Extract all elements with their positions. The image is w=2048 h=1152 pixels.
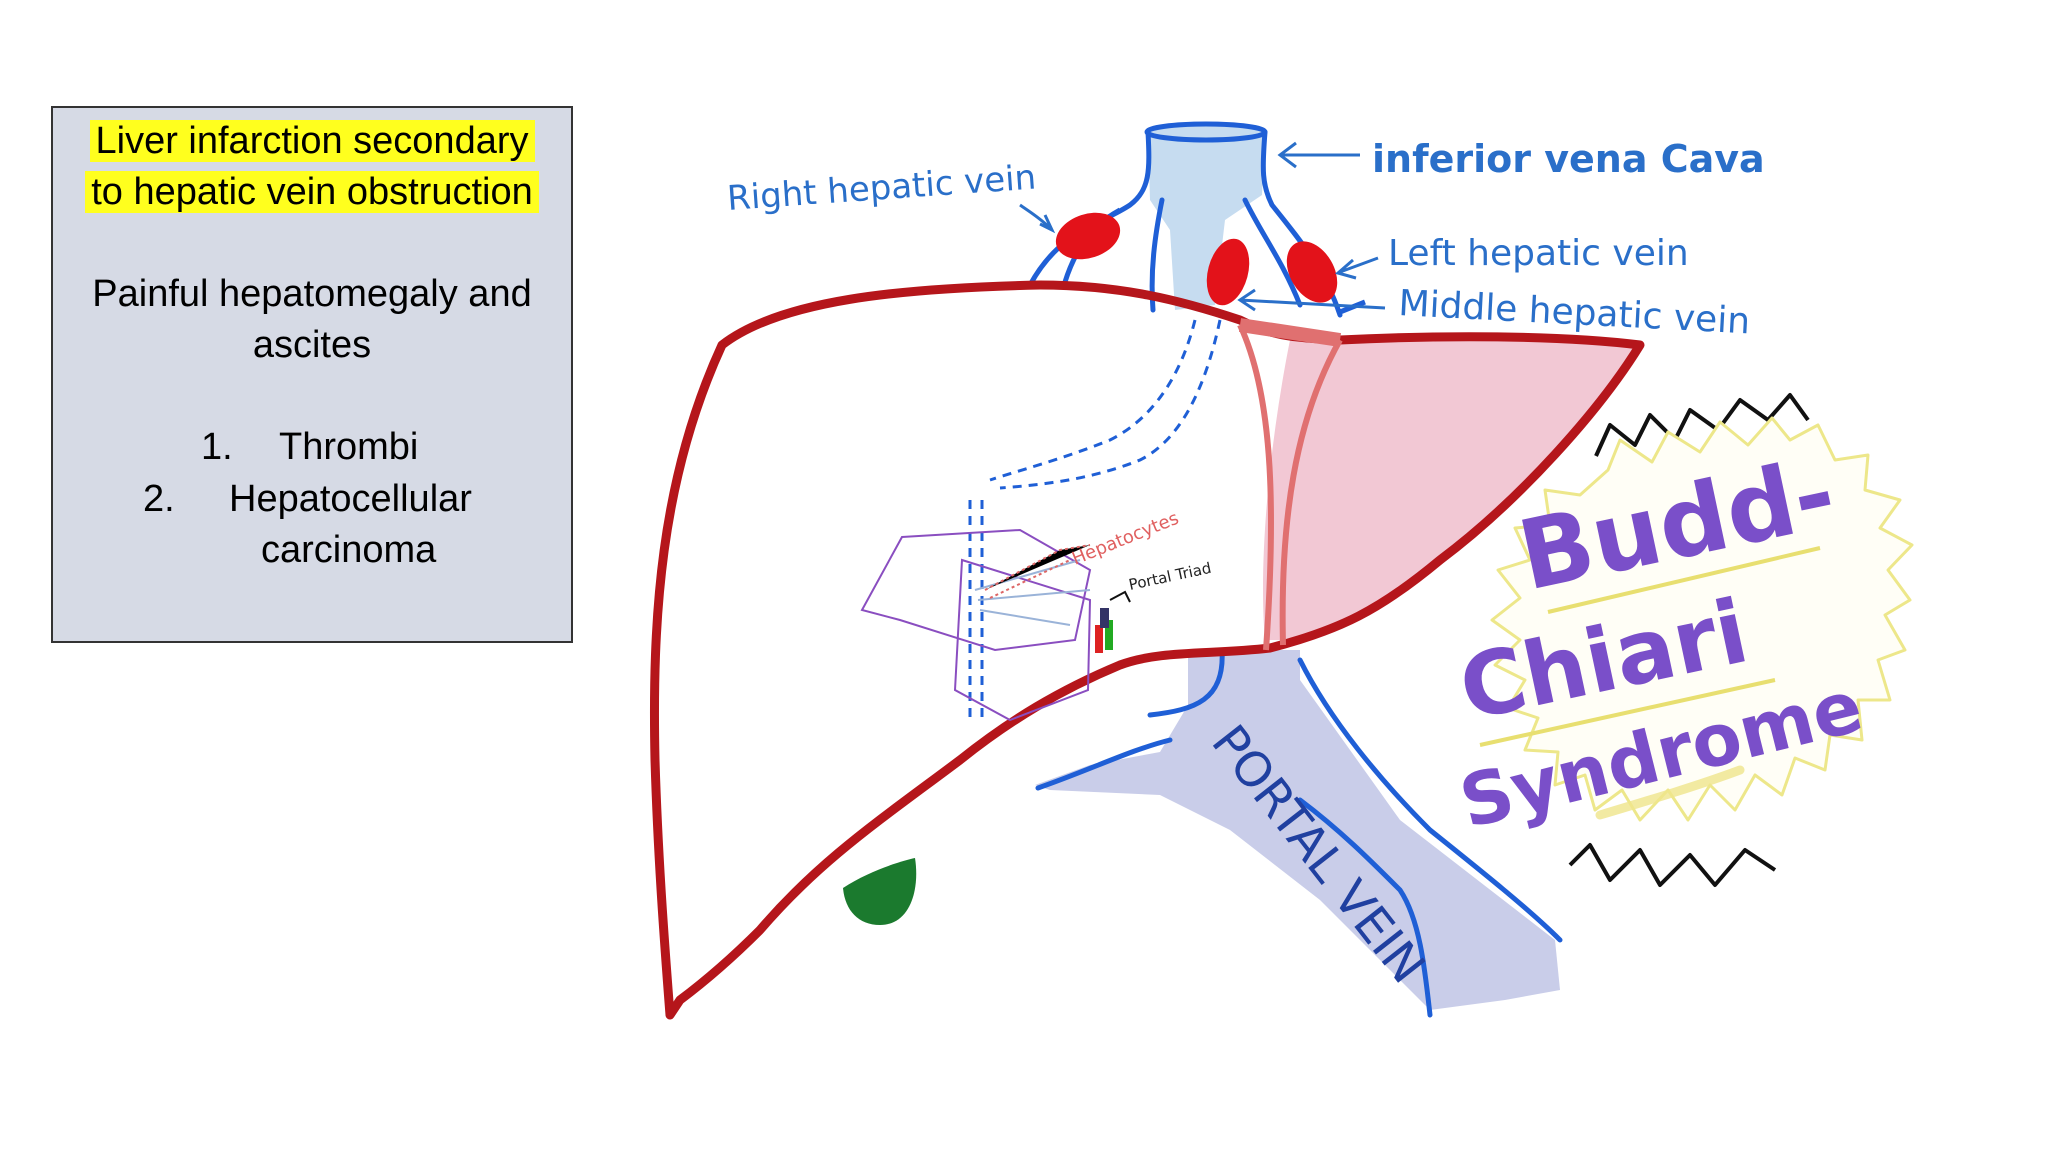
symptom-line-2: ascites	[252, 324, 372, 366]
liver-lobule-sketch: Hepatocytes Portal Triad	[860, 508, 1213, 722]
inferior-vena-cava	[1027, 121, 1366, 318]
cause-2-text-cont: carcinoma	[261, 529, 437, 571]
info-box: Liver infarction secondary to hepatic ve…	[51, 106, 573, 643]
hepatocytes-label: Hepatocytes	[1069, 508, 1182, 570]
thrombus-right	[1055, 212, 1121, 260]
cause-2-text: Hepatocellular	[229, 478, 472, 520]
cause-1-number: 1.	[201, 426, 233, 468]
dashed-hepatic-vessels	[968, 319, 1222, 720]
liver-outline	[649, 280, 1645, 1020]
portal-triad-label: Portal Triad	[1127, 559, 1213, 594]
thrombus-left	[1286, 241, 1338, 303]
left-lobe	[1262, 336, 1640, 640]
middle-hepatic-arrow	[1237, 288, 1386, 312]
right-hepatic-arrow	[1019, 203, 1056, 234]
cause-1-text: Thrombi	[279, 426, 419, 468]
title-line-1: Liver infarction secondary	[53, 120, 571, 163]
left-hepatic-arrow	[1334, 256, 1379, 280]
right-hepatic-vein-label: Right hepatic vein	[726, 157, 1038, 218]
symptom-line-1: Painful hepatomegaly and	[92, 273, 532, 315]
ivc-label: inferior vena Cava	[1372, 137, 1765, 181]
thrombi	[1055, 212, 1338, 306]
gallbladder	[843, 858, 917, 925]
left-hepatic-vein-label: Left hepatic vein	[1388, 233, 1689, 274]
thrombus-middle	[1206, 238, 1250, 306]
falciform-ligament	[1237, 323, 1343, 651]
title-highlight-2: to hepatic vein obstruction	[85, 171, 539, 213]
cause-2-number: 2.	[143, 478, 175, 520]
title-highlight-1: Liver infarction secondary	[89, 120, 535, 162]
title-line-2: to hepatic vein obstruction	[53, 171, 571, 214]
ivc-arrow	[1277, 141, 1360, 169]
